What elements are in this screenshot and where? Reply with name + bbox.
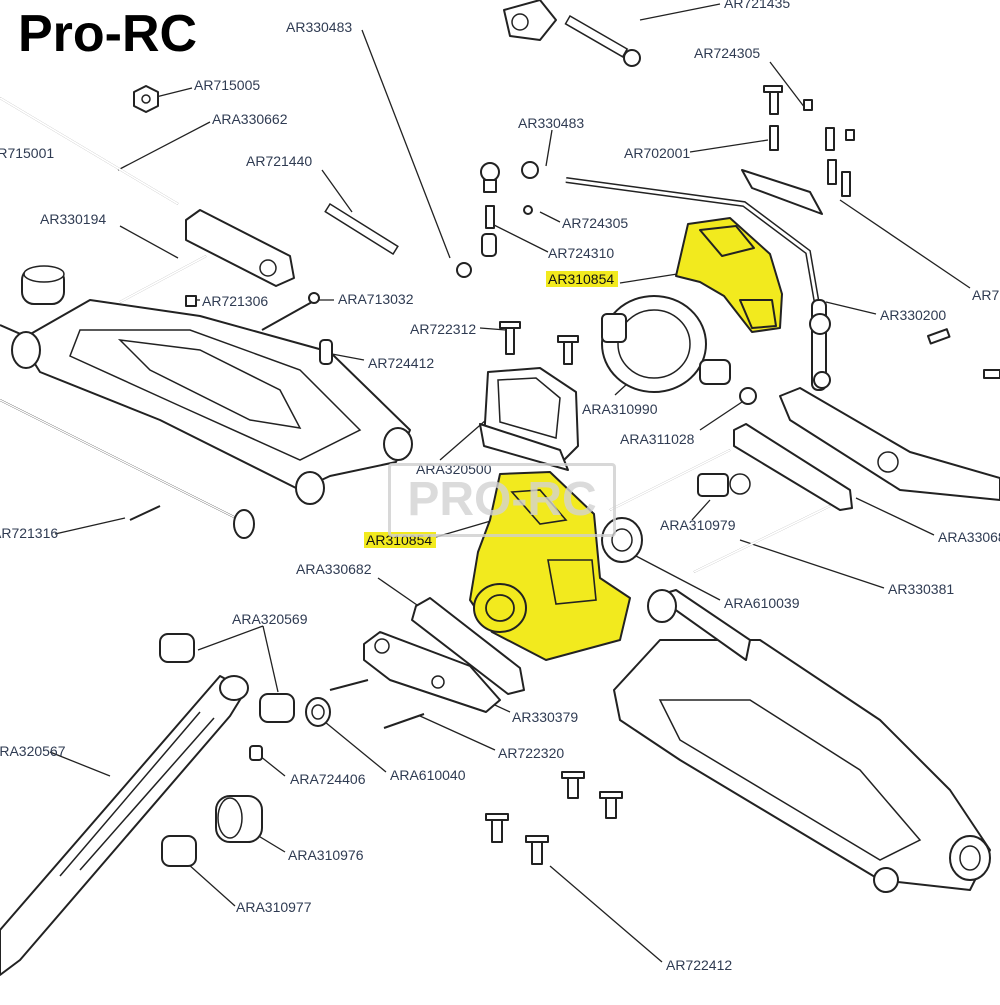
label-ar724412: AR724412 (368, 355, 434, 371)
label-ar724305-mid: AR724305 (562, 215, 628, 231)
label-ar330381: AR330381 (888, 581, 954, 597)
drive-shafts-and-rods (0, 14, 831, 573)
label-ara724406: ARA724406 (290, 771, 366, 787)
label-ar330194: AR330194 (40, 211, 106, 227)
label-ara320567: ARA320567 (0, 743, 66, 759)
label-ar715001: AR715001 (0, 145, 54, 161)
label-ara310976: ARA310976 (288, 847, 364, 863)
label-ara320569: ARA320569 (232, 611, 308, 627)
label-ara311028: ARA311028 (620, 431, 695, 447)
suspension-mount (733, 299, 1000, 511)
label-ara33068: ARA33068 (938, 529, 1000, 545)
label-ar330379: AR330379 (512, 709, 578, 725)
highlight-bg-top (546, 271, 618, 287)
label-ar702001: AR702001 (624, 145, 690, 161)
label-ar715005: AR715005 (194, 77, 260, 93)
label-ar721440: AR721440 (246, 153, 312, 169)
leader-lines (49, 3, 971, 963)
lower-plates (363, 597, 525, 713)
label-ar721316: AR721316 (0, 525, 58, 541)
label-ar721306: AR721306 (202, 293, 268, 309)
differential (601, 295, 757, 497)
label-ar330483-top: AR330483 (286, 19, 352, 35)
brand-logo: Pro-RC (18, 5, 198, 63)
upper-bulkhead (479, 367, 579, 471)
label-ar310854-top: AR310854 (548, 271, 614, 287)
label-ara310977: ARA310977 (236, 899, 312, 915)
small-hardware (133, 0, 1000, 867)
label-ar330200: AR330200 (880, 307, 946, 323)
label-ara330662: ARA330662 (212, 111, 288, 127)
label-ara610040: ARA610040 (390, 767, 466, 783)
label-ar722412: AR722412 (666, 957, 732, 973)
label-ara310979: ARA310979 (660, 517, 736, 533)
label-ar724310: AR724310 (548, 245, 614, 261)
label-ar722312: AR722312 (410, 321, 476, 337)
highlighted-gear-cover-bottom (469, 471, 643, 661)
label-ara610039: ARA610039 (724, 595, 800, 611)
watermark: PRO-RC (388, 463, 616, 537)
right-suspension-arm (613, 589, 991, 893)
label-ar722320: AR722320 (498, 745, 564, 761)
label-ara310990: ARA310990 (582, 401, 658, 417)
highlighted-gear-cover-top (675, 217, 783, 333)
label-ar724305-top: AR724305 (694, 45, 760, 61)
label-ara713032: ARA713032 (338, 291, 414, 307)
label-ara330682: ARA330682 (296, 561, 372, 577)
label-ar330483-mid: AR330483 (518, 115, 584, 131)
label-ar721435: AR721435 (724, 0, 790, 11)
left-suspension-arm (11, 209, 413, 505)
chassis-brace (0, 675, 249, 976)
label-ar7-right: AR7 (972, 287, 999, 303)
